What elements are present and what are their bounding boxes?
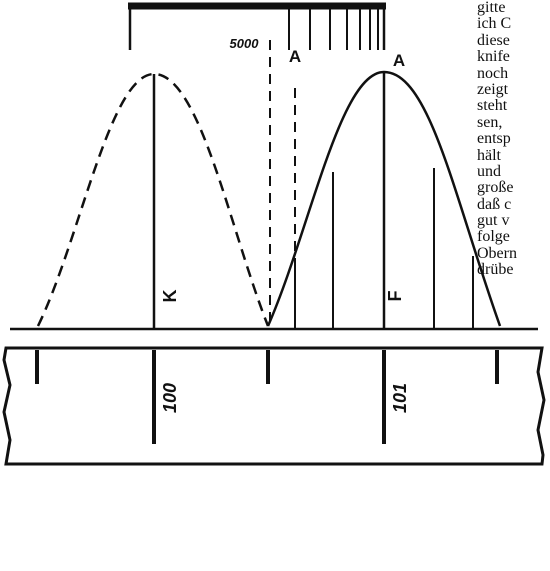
- side-text-line: Obern: [477, 244, 517, 262]
- side-text-line: gitte: [477, 0, 506, 16]
- side-text-line: ich C: [477, 15, 512, 33]
- side-text-line: zeigt: [477, 80, 509, 98]
- side-text-line: sen,: [477, 113, 503, 131]
- bottom-ruler: [2, 346, 546, 466]
- side-text-line: diese: [477, 31, 510, 49]
- side-text-line: große: [477, 179, 514, 197]
- k-label: K: [160, 290, 180, 303]
- side-text-line: noch: [477, 64, 509, 82]
- side-text-line: gut v: [477, 212, 510, 230]
- side-text-line: steht: [477, 97, 508, 115]
- dashed-peak-curve: [36, 72, 270, 327]
- side-text-line: entsp: [477, 130, 511, 148]
- side-text-line: daß c: [477, 195, 512, 213]
- scale-100-label: 100: [160, 383, 180, 413]
- side-text-line: drübe: [477, 261, 514, 279]
- ruler-frame: [2, 346, 546, 466]
- side-text-line: knife: [477, 48, 510, 66]
- cropped-side-text: gitte ich C diese knife noch zeigt steht…: [477, 0, 550, 279]
- a-label-left: A: [289, 47, 301, 66]
- grating-scale: [128, 2, 386, 50]
- ratio-label: 5000: [230, 36, 260, 51]
- side-text-line: folge: [477, 228, 510, 246]
- scale-101-label: 101: [390, 383, 410, 413]
- solid-peak-verticals: [294, 72, 474, 328]
- f-label: F: [385, 291, 405, 302]
- side-text-line: und: [477, 162, 501, 180]
- a-label-right: A: [393, 51, 405, 70]
- side-text-line: hält: [477, 146, 501, 164]
